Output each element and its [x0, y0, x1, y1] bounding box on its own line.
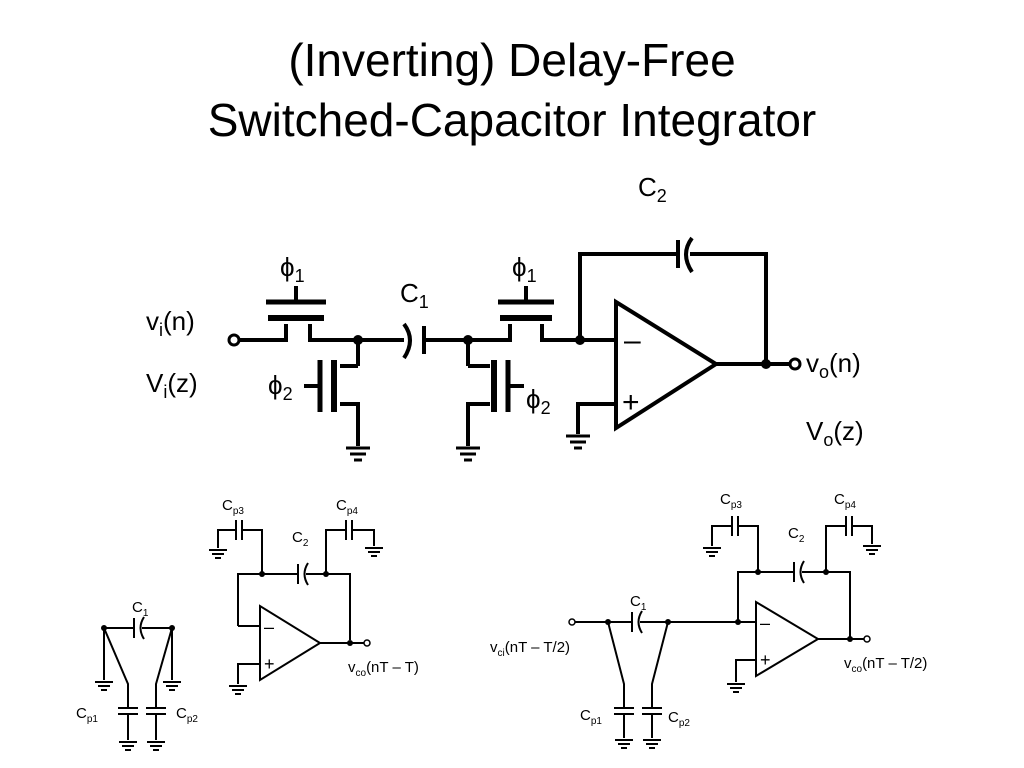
- vi-n-label: vi(n): [146, 306, 195, 340]
- phi1-left-label: ϕ1: [280, 252, 305, 286]
- c1-main-label: C1: [400, 278, 429, 312]
- right-c1-label: C1: [630, 593, 647, 613]
- phi1-right-label: ϕ1: [512, 252, 537, 286]
- left-c1-network: [94, 616, 182, 751]
- right-c1-network: [568, 610, 738, 749]
- c2-main-label: C2: [638, 172, 667, 206]
- phi2-left-label: ϕ2: [268, 370, 293, 404]
- opamp-right-plus: +: [760, 650, 771, 670]
- switch-right: [468, 286, 580, 342]
- right-output-label: vco(nT – T/2): [844, 655, 927, 675]
- shunt-switch-right: [454, 340, 524, 462]
- right-integrator: [702, 516, 882, 693]
- opamp-right: [755, 600, 820, 678]
- capacitor-c1: [358, 322, 468, 360]
- left-subcircuit: C1 Cp1 Cp2: [76, 497, 419, 751]
- right-cp2-label: Cp2: [668, 709, 690, 729]
- opamp-main-minus: –: [624, 324, 641, 357]
- right-c2-label: C2: [788, 525, 805, 545]
- output-terminal: [788, 357, 802, 371]
- right-subcircuit: C1 Cp1 Cp2 vci(nT – T/2): [490, 491, 927, 749]
- input-terminal: [227, 333, 241, 347]
- left-c2-label: C2: [292, 529, 309, 549]
- switch-left: [258, 286, 358, 342]
- capacitor-c2: [578, 236, 768, 364]
- left-c1-label: C1: [132, 599, 149, 619]
- right-cp3-label: Cp3: [720, 491, 742, 511]
- left-cp2-label: Cp2: [176, 705, 198, 725]
- shunt-switch-left: [304, 340, 372, 462]
- opamp-right-minus: –: [760, 613, 770, 633]
- main-circuit: ϕ1 ϕ2 C1: [146, 172, 864, 462]
- left-cp1-label: Cp1: [76, 705, 98, 725]
- right-cp1-label: Cp1: [580, 707, 602, 727]
- right-input-label: vci(nT – T/2): [490, 639, 570, 659]
- phi2-right-label: ϕ2: [526, 384, 551, 418]
- opamp-left-minus: –: [264, 617, 274, 637]
- vo-z-label: Vo(z): [806, 416, 864, 450]
- left-integrator: [208, 520, 384, 695]
- left-cp4-label: Cp4: [336, 497, 358, 517]
- opamp-left: [259, 604, 322, 682]
- left-output-label: vco(nT – T): [348, 659, 419, 679]
- vo-n-label: vo(n): [806, 348, 861, 382]
- opamp-main: [614, 298, 720, 432]
- vi-z-label: Vi(z): [146, 368, 198, 402]
- title-line-2: Switched-Capacitor Integrator: [207, 94, 817, 146]
- opamp-main-plus: +: [622, 386, 640, 419]
- title-line-1: (Inverting) Delay-Free: [288, 34, 736, 86]
- left-cp3-label: Cp3: [222, 497, 244, 517]
- node-output: [761, 359, 771, 369]
- right-cp4-label: Cp4: [834, 491, 856, 511]
- slide-title: (Inverting) Delay-Free Switched-Capacito…: [0, 30, 1024, 150]
- opamp-left-plus: +: [264, 654, 275, 674]
